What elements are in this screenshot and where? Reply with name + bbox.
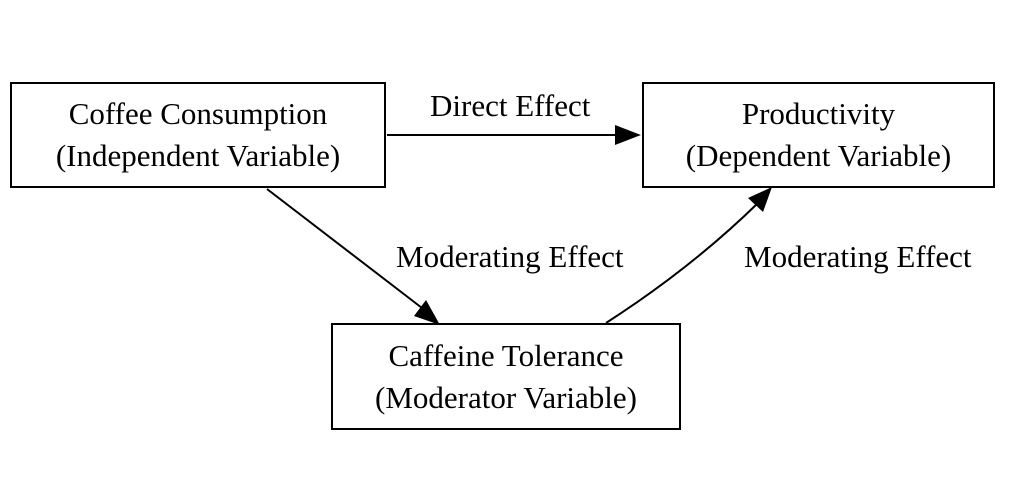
edge-label-moderating-effect-right: Moderating Effect — [744, 239, 972, 274]
node-title: Productivity — [741, 96, 896, 131]
arrowhead-icon — [414, 300, 440, 325]
node-subtitle: (Dependent Variable) — [685, 138, 952, 173]
node-subtitle: (Independent Variable) — [55, 138, 341, 173]
node-title: Coffee Consumption — [68, 96, 328, 131]
node-productivity: Productivity (Dependent Variable) — [642, 82, 995, 188]
node-title: Caffeine Tolerance — [388, 337, 624, 373]
edge-coffee-to-caffeine — [266, 188, 440, 325]
edge-label-direct-effect: Direct Effect — [430, 88, 591, 123]
node-subtitle: (Moderator Variable) — [375, 379, 637, 415]
node-coffee-consumption: Coffee Consumption (Independent Variable… — [10, 82, 386, 188]
edge-direct-effect — [387, 125, 641, 145]
edge-label-moderating-effect-left: Moderating Effect — [396, 239, 624, 274]
arrowhead-icon — [615, 125, 641, 145]
arrowhead-icon — [748, 187, 772, 212]
node-caffeine-tolerance: Caffeine Tolerance (Moderator Variable) — [331, 323, 681, 430]
edge-caffeine-to-productivity — [605, 187, 772, 324]
